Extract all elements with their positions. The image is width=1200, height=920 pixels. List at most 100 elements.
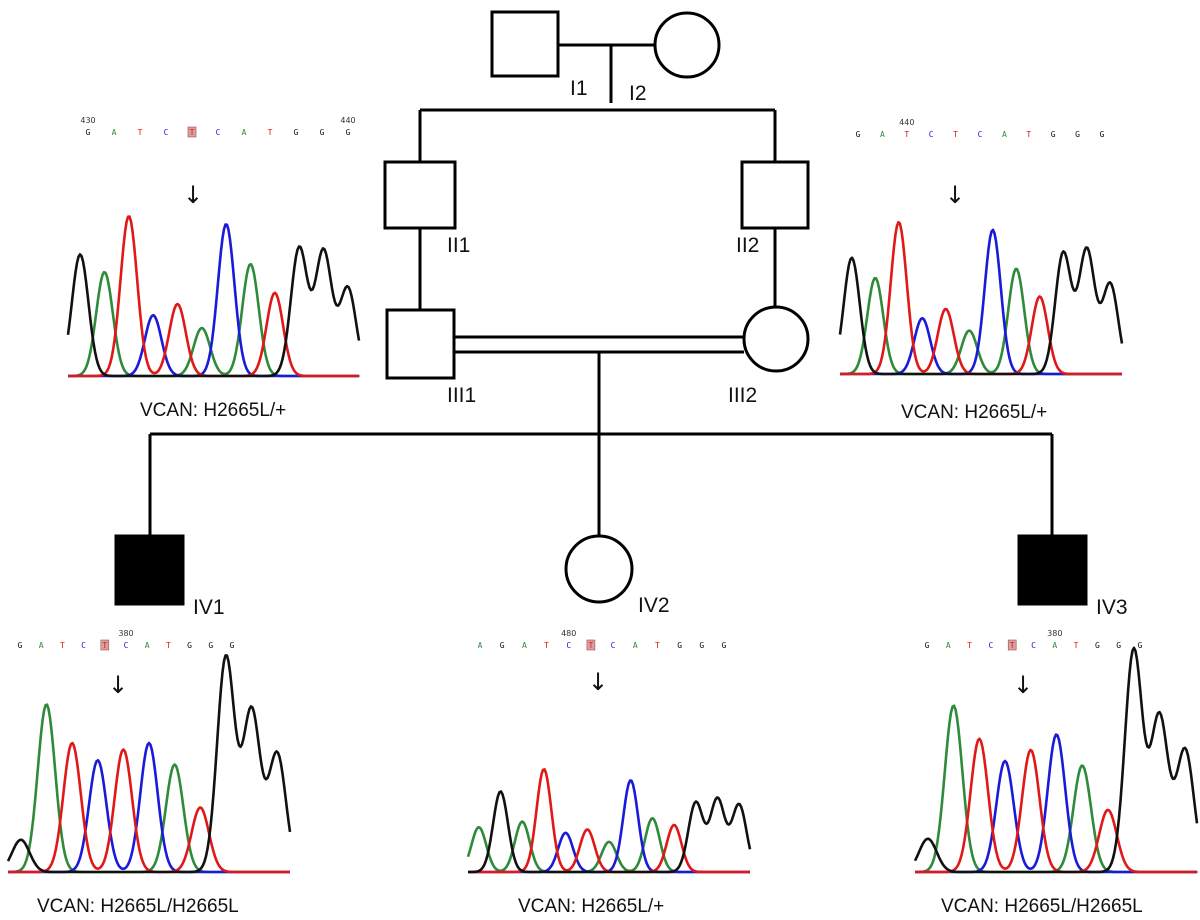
sequence-base: G	[1100, 130, 1105, 139]
trace-T	[8, 741, 290, 874]
sequence-base: T	[1010, 641, 1015, 650]
sequence-base: A	[242, 128, 247, 137]
position-label: 380	[118, 629, 133, 638]
individual-III1-symbol	[385, 308, 456, 380]
sequence-base: G	[856, 130, 861, 139]
sequence-base: C	[1031, 641, 1036, 650]
genotype-IV1: VCAN: H2665L/H2665L	[37, 896, 239, 917]
sequence-base: T	[268, 128, 273, 137]
label-II1: II1	[447, 234, 470, 257]
label-IV3: IV3	[1096, 596, 1128, 619]
pedigree-symbols	[114, 10, 1088, 606]
sequence-base: C	[566, 641, 571, 650]
genotype-captions: VCAN: H2665L/+ VCAN: H2665L/+ VCAN: H266…	[37, 400, 1143, 917]
chromatogram-IV2: A G A T C T C A T G G G 480 ↓	[466, 629, 752, 874]
sequence-base: T	[60, 641, 65, 650]
pedigree-lines	[148, 43, 1054, 537]
position-label: 480	[561, 629, 576, 638]
label-I1: I1	[570, 77, 588, 100]
sequence-base: G	[699, 641, 704, 650]
individual-I2-symbol	[653, 11, 721, 79]
mutation-highlight	[187, 126, 197, 138]
individual-IV3-symbol	[1017, 534, 1088, 606]
label-IV2: IV2	[638, 594, 670, 617]
sequence-base: T	[138, 128, 143, 137]
sequence-base: A	[1052, 641, 1057, 650]
mutation-highlight	[586, 639, 596, 651]
sequence-base: A	[478, 641, 483, 650]
position-label: 440	[340, 116, 355, 125]
sequence-base: T	[166, 641, 171, 650]
sequence-base: T	[655, 641, 660, 650]
sequence-base: G	[722, 641, 727, 650]
individual-II2-symbol	[740, 160, 810, 230]
sequence-base: A	[1002, 130, 1007, 139]
trace-T	[915, 737, 1197, 874]
sequence-base: T	[544, 641, 549, 650]
label-I2: I2	[629, 82, 647, 105]
sequence-base: T	[588, 641, 593, 650]
position-label: 430	[80, 116, 95, 125]
trace-G	[66, 245, 361, 378]
individual-IV1-symbol	[114, 534, 185, 606]
sequence-base: C	[164, 128, 169, 137]
sequence-base: G	[86, 128, 91, 137]
sequence-base: G	[346, 128, 351, 137]
sequence-base: C	[929, 130, 934, 139]
sequence-base: G	[320, 128, 325, 137]
label-II2: II2	[736, 234, 759, 257]
trace-G	[913, 646, 1199, 874]
sequence-base: G	[187, 641, 192, 650]
sequence-base: G	[1095, 641, 1100, 650]
genotype-III2: VCAN: H2665L/+	[901, 402, 1047, 423]
sequence-base: T	[967, 641, 972, 650]
position-label: 380	[1047, 629, 1062, 638]
sequence-base: C	[988, 641, 993, 650]
sequence-base: T	[904, 130, 909, 139]
individual-III2-symbol	[742, 305, 810, 373]
sequence-base: A	[522, 641, 527, 650]
sequence-base: A	[145, 641, 150, 650]
sequence-base: A	[633, 641, 638, 650]
sequence-base: A	[112, 128, 117, 137]
trace-G	[838, 246, 1124, 376]
individual-labels: I1 I2 II1 II2 III1 III2 IV1 IV2 IV3	[193, 77, 1128, 619]
down-arrow-icon: ↓	[588, 668, 608, 696]
down-arrow-icon: ↓	[183, 181, 203, 209]
down-arrow-icon: ↓	[108, 671, 128, 699]
label-III1: III1	[447, 384, 476, 407]
sequence-base: G	[18, 641, 23, 650]
sequence-base: G	[925, 641, 930, 650]
individual-I1-symbol	[490, 10, 560, 78]
sequence-base: T	[1026, 130, 1031, 139]
sequence-base: T	[1074, 641, 1079, 650]
genotype-III1: VCAN: H2665L/+	[140, 400, 286, 421]
sequence-base: G	[1116, 641, 1121, 650]
sequence-base: T	[102, 641, 107, 650]
down-arrow-icon: ↓	[945, 181, 965, 209]
sequence-base: G	[677, 641, 682, 650]
sequence-base: T	[190, 128, 195, 137]
sequence-base: C	[81, 641, 86, 650]
mutation-highlight	[100, 639, 110, 651]
sequence-base: C	[124, 641, 129, 650]
genotype-IV2: VCAN: H2665L/+	[518, 896, 664, 917]
position-label: 440	[899, 118, 914, 127]
sequence-base: G	[500, 641, 505, 650]
trace-T	[840, 220, 1122, 376]
sequence-base: A	[39, 641, 44, 650]
trace-G	[468, 790, 752, 874]
sequence-base: G	[1138, 641, 1143, 650]
sequence-base: T	[953, 130, 958, 139]
sequence-base: G	[230, 641, 235, 650]
down-arrow-icon: ↓	[1013, 671, 1033, 699]
sequence-base: C	[611, 641, 616, 650]
sequence-base: A	[880, 130, 885, 139]
label-III2: III2	[728, 384, 757, 407]
sequence-base: C	[216, 128, 221, 137]
